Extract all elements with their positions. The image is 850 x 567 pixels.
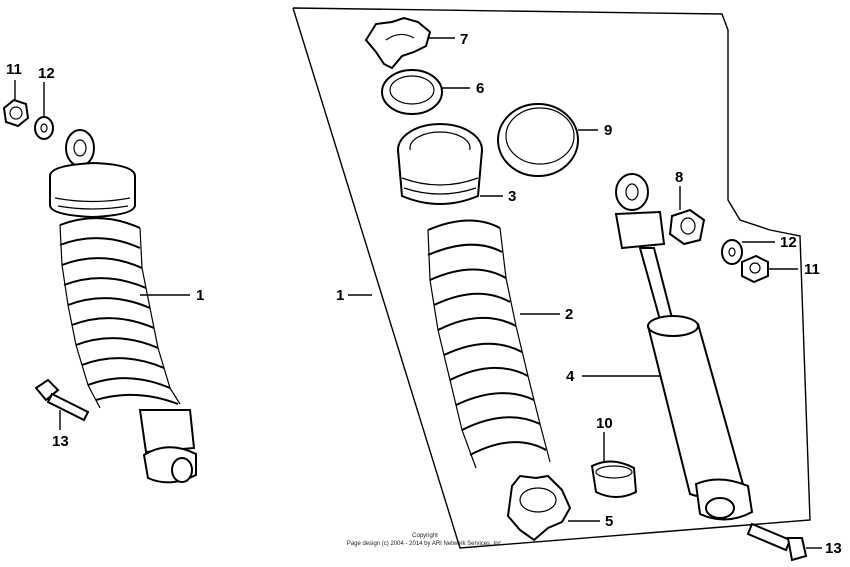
part-6-collar <box>381 69 443 115</box>
assembled-spring <box>59 217 181 409</box>
left-nut <box>2 98 30 128</box>
part-8-bushing <box>668 208 706 246</box>
right-bolt <box>746 522 808 562</box>
right-nut <box>741 254 769 284</box>
part-9-ring <box>497 103 579 177</box>
callout-numbers: 11 12 1 13 1 7 6 9 3 2 8 12 11 4 10 5 13 <box>6 31 842 557</box>
callout-5: 5 <box>605 513 613 530</box>
copyright-line1: Copyright <box>412 533 438 539</box>
right-washer <box>721 239 743 265</box>
explosion-outline <box>292 7 811 549</box>
callout-right-11: 11 <box>804 261 820 278</box>
part-4-damper <box>614 173 754 521</box>
callout-4: 4 <box>566 368 575 385</box>
callout-left-13: 13 <box>52 433 69 450</box>
part-3-upper-spring-seat <box>397 123 483 205</box>
callout-right-12: 12 <box>780 234 797 251</box>
callout-7: 7 <box>460 31 468 48</box>
copyright-line2: Page design (c) 2004 - 2014 by ARI Netwo… <box>347 541 504 547</box>
part-2-spring <box>427 219 551 469</box>
callout-3: 3 <box>508 188 516 205</box>
part-5-lower-spring-seat <box>506 474 572 542</box>
callout-2: 2 <box>565 306 573 323</box>
callout-box-1: 1 <box>336 287 344 304</box>
callout-9: 9 <box>604 122 612 139</box>
part-10-collar <box>590 460 638 498</box>
callout-left-12: 12 <box>38 65 55 82</box>
callout-8: 8 <box>675 169 683 186</box>
leader-lines <box>14 37 822 549</box>
callout-left-1: 1 <box>196 287 204 304</box>
callout-6: 6 <box>476 80 484 97</box>
callout-10: 10 <box>596 415 613 432</box>
left-washer <box>34 116 54 140</box>
callout-right-13: 13 <box>825 540 842 557</box>
callout-left-11: 11 <box>6 61 22 78</box>
assembled-shock-absorber <box>49 129 197 484</box>
part-7-stopper <box>364 16 432 70</box>
left-bolt <box>34 378 90 422</box>
